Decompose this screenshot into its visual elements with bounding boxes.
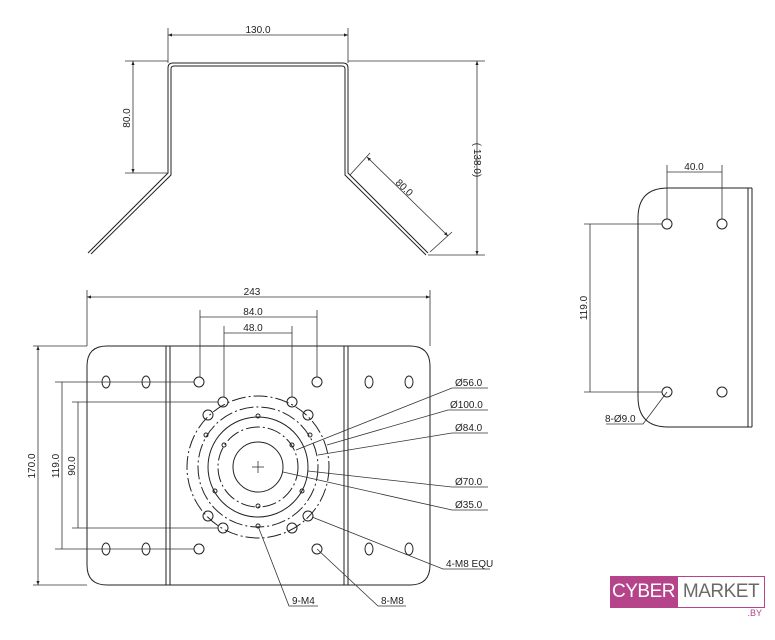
callout-d84: Ø84.0 [455, 423, 483, 434]
callout-8-d9: 8-Ø9.0 [605, 414, 636, 425]
dim-40: 40.0 [684, 162, 704, 173]
front-view-callouts: Ø56.0 Ø100.0 Ø84.0 Ø70.0 Ø35.0 4-M8 EQU … [257, 378, 493, 607]
dim-119: 119.0 [51, 453, 62, 478]
callout-8-m8: 8-M8 [381, 596, 404, 607]
dim-138: ( 138.0) [471, 143, 482, 177]
dim-80-flange: 80.0 [393, 177, 415, 199]
logo-part-market: MARKET .BY [677, 576, 765, 618]
cybermarket-logo: CYBER MARKET .BY [610, 576, 765, 618]
dim-90: 90.0 [67, 456, 78, 476]
logo-part-cyber: CYBER [610, 576, 677, 608]
dim-80-vertical: 80.0 [122, 108, 133, 128]
callout-9-m4: 9-M4 [292, 596, 315, 607]
dim-48: 48.0 [243, 323, 263, 334]
dim-130: 130.0 [245, 25, 270, 36]
logo-suffix: .BY [747, 608, 762, 618]
dim-119-side: 119.0 [579, 295, 590, 320]
callout-d56: Ø56.0 [455, 378, 483, 389]
front-view-circles [186, 395, 330, 539]
dim-84: 84.0 [243, 307, 263, 318]
logo-market-text: MARKET [682, 581, 760, 602]
dim-243: 243 [244, 287, 261, 298]
side-view-dimensions: 40.0 119.0 8-Ø9.0 [579, 162, 723, 425]
callout-d35: Ø35.0 [455, 500, 483, 511]
top-view-bracket-profile [87, 62, 429, 256]
callout-d70: Ø70.0 [455, 477, 483, 488]
dim-170: 170.0 [27, 453, 38, 478]
top-view-dimensions: 130.0 80.0 ( 138.0) 80.0 [122, 25, 485, 256]
callout-d100: Ø100.0 [450, 400, 483, 411]
front-view-dimensions: 243 84.0 48.0 170.0 119.0 90.0 [27, 287, 431, 586]
front-view-plate [86, 345, 431, 586]
callout-4-m8-equ: 4-M8 EQU [446, 559, 493, 570]
